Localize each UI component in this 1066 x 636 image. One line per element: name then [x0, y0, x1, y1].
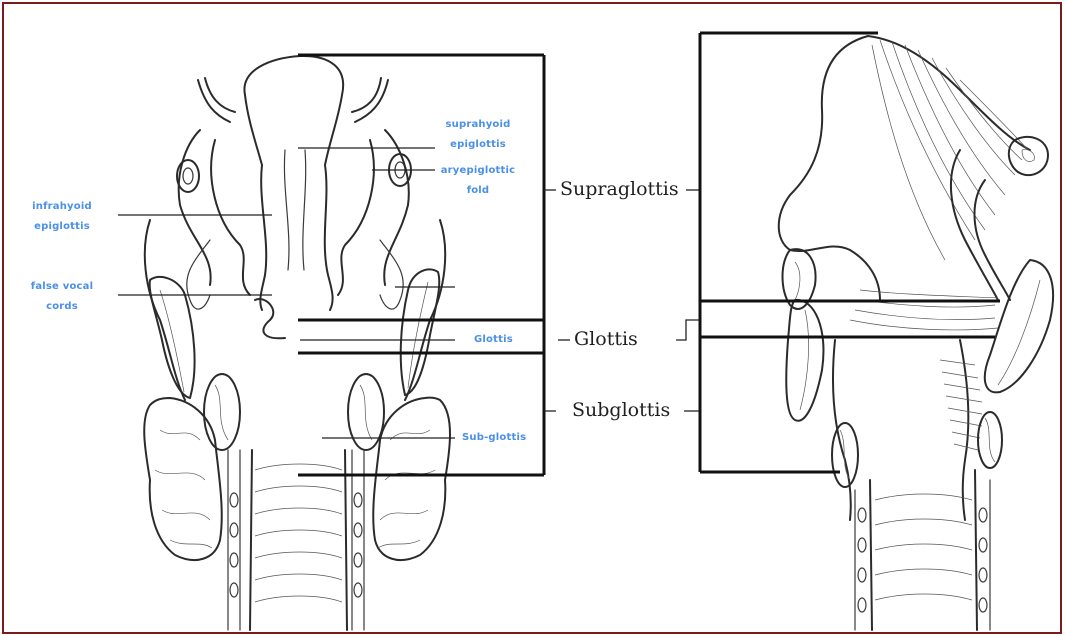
- false-vocal-label-line1: false vocal: [22, 280, 102, 294]
- right-region-box: [700, 33, 1000, 472]
- posterior-larynx-drawing: [144, 56, 450, 630]
- false-vocal-cords-label: false vocal cords: [22, 280, 102, 314]
- suprahyoid-epiglottis-label: suprahyoid epiglottis: [438, 118, 518, 152]
- aryepiglottic-label-line1: aryepiglottic: [436, 164, 520, 178]
- infrahyoid-label-line1: infrahyoid: [22, 200, 102, 214]
- false-vocal-label-line2: cords: [22, 300, 102, 314]
- suprahyoid-label-line2: epiglottis: [438, 138, 518, 152]
- infrahyoid-epiglottis-label: infrahyoid epiglottis: [22, 200, 102, 234]
- suprahyoid-label-line1: suprahyoid: [438, 118, 518, 132]
- lateral-larynx-drawing: [779, 36, 1053, 630]
- aryepiglottic-fold-label: aryepiglottic fold: [436, 164, 520, 198]
- infrahyoid-label-line2: epiglottis: [22, 220, 102, 234]
- glottis-label: Glottis: [574, 328, 638, 350]
- supraglottis-label: Supraglottis: [560, 178, 679, 200]
- region-connectors: [544, 190, 700, 411]
- subglottis-small-label: Sub-glottis: [462, 431, 526, 445]
- glottis-small-label: Glottis: [474, 333, 513, 347]
- aryepiglottic-label-line2: fold: [436, 184, 520, 198]
- subglottis-label: Subglottis: [572, 399, 670, 421]
